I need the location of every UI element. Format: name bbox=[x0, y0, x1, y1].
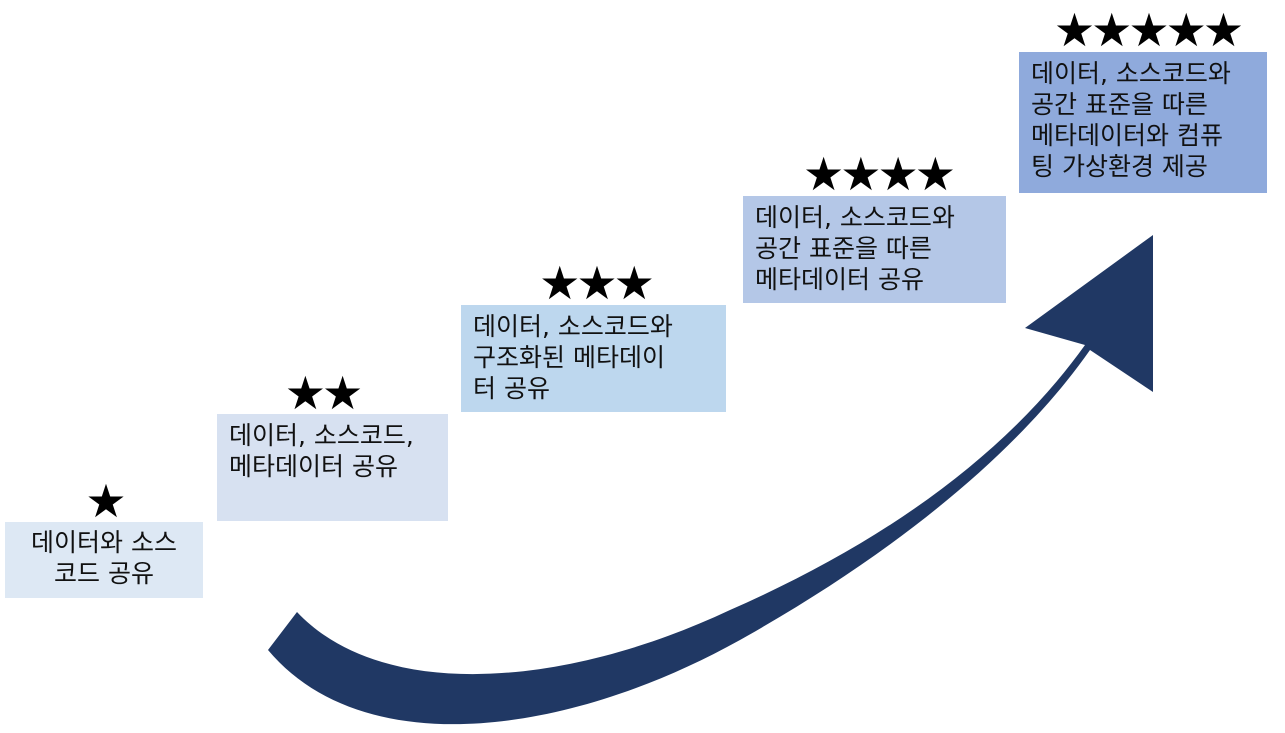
rating-stars-1: ★ bbox=[85, 474, 126, 528]
level-4-box: 데이터, 소스코드와 공간 표준을 따른 메타데이터 공유 bbox=[743, 196, 1006, 303]
rating-stars-4: ★★★★ bbox=[803, 147, 956, 201]
level-3-box: 데이터, 소스코드와 구조화된 메타데이 터 공유 bbox=[461, 305, 726, 412]
rating-stars-5: ★★★★★ bbox=[1053, 3, 1244, 57]
rating-stars-2: ★★ bbox=[284, 366, 363, 420]
rating-stars-3: ★★★ bbox=[539, 256, 655, 310]
level-1-box: 데이터와 소스 코드 공유 bbox=[5, 522, 203, 598]
level-2-box: 데이터, 소스코드, 메타데이터 공유 bbox=[217, 414, 448, 521]
level-5-box: 데이터, 소스코드와 공간 표준을 따른 메타데이터와 컴퓨 팅 가상환경 제공 bbox=[1019, 52, 1267, 193]
